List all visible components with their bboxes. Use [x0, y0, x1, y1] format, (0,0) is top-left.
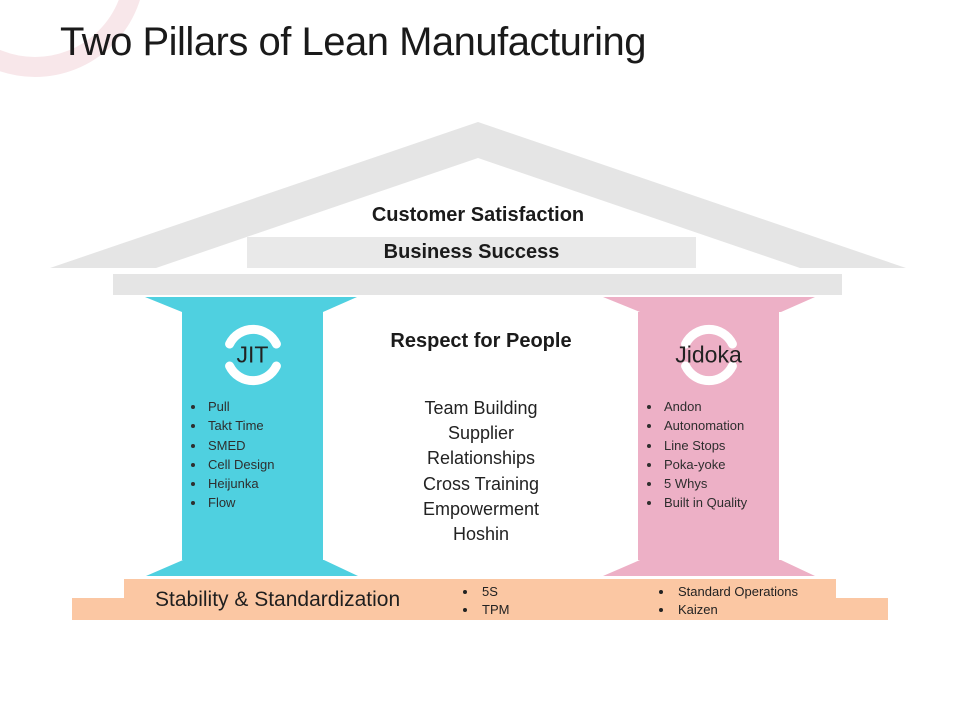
slide-title: Two Pillars of Lean Manufacturing	[60, 20, 647, 64]
center-heading-respect-for-people: Respect for People	[390, 330, 572, 352]
list-item: 5S	[478, 583, 509, 601]
list-item: Line Stops	[662, 436, 775, 455]
list-item: Supplier	[447, 423, 515, 444]
roof-beam	[113, 274, 842, 295]
right-pillar-label: Jidoka	[675, 341, 742, 368]
list-item: Autonomation	[662, 416, 775, 435]
list-item: Hoshin	[452, 524, 510, 545]
list-item: TPM	[478, 601, 509, 619]
list-item: Andon	[662, 397, 775, 416]
cycle-arcs-icon	[224, 324, 281, 386]
foundation-list-middle: 5STPM	[460, 583, 509, 618]
foundation-list-right: Standard OperationsKaizen	[655, 583, 798, 618]
cycle-arcs-icon	[680, 324, 737, 386]
list-item: Team Building	[424, 398, 538, 418]
list-item: Built in Quality	[662, 493, 775, 512]
left-pillar-label: JIT	[236, 341, 269, 368]
right-pillar: Jidoka AndonAutonomationLine StopsPoka-y…	[638, 312, 779, 560]
list-item: Cross Training	[422, 473, 540, 494]
list-item: Poka-yoke	[662, 455, 775, 474]
roof-band-business-success: Business Success	[247, 237, 696, 268]
left-pillar-capital	[145, 297, 357, 312]
right-pillar-base	[603, 560, 815, 576]
foundation-bar-upper	[124, 579, 836, 620]
list-item: SMED	[206, 436, 319, 455]
left-pillar-base	[146, 560, 358, 576]
list-item: Flow	[206, 493, 319, 512]
left-pillar: JIT PullTakt TimeSMEDCell DesignHeijunka…	[182, 312, 323, 560]
foundation-label: Stability & Standardization	[155, 588, 401, 611]
list-item: Takt Time	[206, 416, 319, 435]
list-item: Relationships	[426, 448, 536, 469]
list-item: 5 Whys	[662, 474, 775, 493]
left-pillar-list: PullTakt TimeSMEDCell DesignHeijunkaFlow	[182, 397, 323, 513]
list-item: Kaizen	[674, 601, 798, 619]
right-pillar-list: AndonAutonomationLine StopsPoka-yoke5 Wh…	[638, 397, 779, 513]
right-pillar-head: Jidoka	[675, 318, 742, 392]
roof-heading-customer-satisfaction: Customer Satisfaction	[371, 204, 585, 226]
list-item: Cell Design	[206, 455, 319, 474]
list-item: Standard Operations	[674, 583, 798, 601]
list-item: Empowerment	[422, 498, 540, 519]
roof-heading-business-success: Business Success	[383, 241, 560, 263]
list-item: Heijunka	[206, 474, 319, 493]
left-pillar-head: JIT	[224, 318, 282, 392]
right-pillar-capital	[603, 297, 815, 312]
list-item: Pull	[206, 397, 319, 416]
